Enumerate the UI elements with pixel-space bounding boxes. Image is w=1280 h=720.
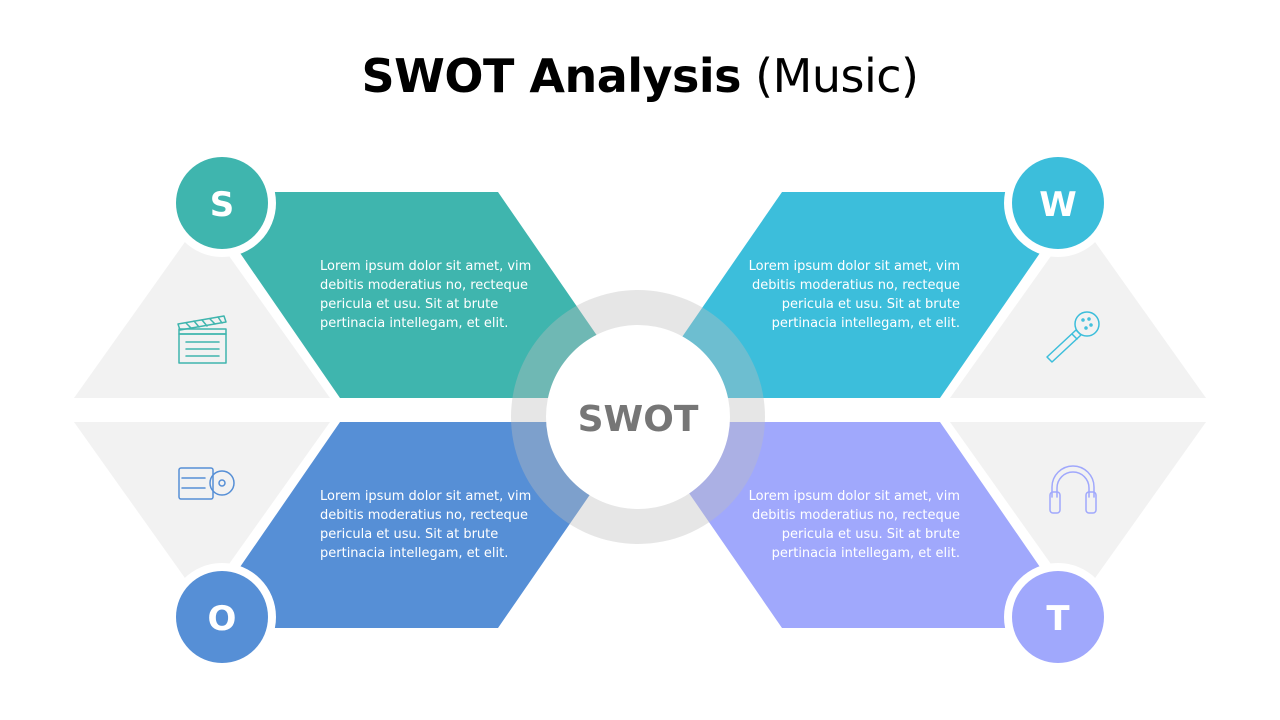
title-main: SWOT Analysis — [361, 49, 742, 103]
letter-s: S — [210, 185, 235, 225]
letter-o: O — [208, 599, 237, 639]
title-subject: (Music) — [741, 49, 919, 103]
weaknesses-shape — [640, 192, 1082, 398]
cd-case-icon — [178, 467, 235, 500]
letter-w: W — [1039, 185, 1077, 225]
microphone-icon — [1046, 311, 1100, 363]
letter-t: T — [1046, 599, 1070, 639]
background-shape-top-right — [950, 218, 1206, 398]
strengths-text: Lorem ipsum dolor sit amet, vim debitis … — [320, 259, 532, 331]
center-label: SWOT — [578, 399, 699, 440]
weaknesses-text: Lorem ipsum dolor sit amet, vim debitis … — [748, 259, 960, 331]
badge-t — [1012, 571, 1104, 663]
background-shape-bottom-right — [950, 422, 1206, 602]
headphones-icon — [1049, 465, 1097, 514]
opportunities-text: Lorem ipsum dolor sit amet, vim debitis … — [320, 489, 532, 561]
threats-shape — [640, 422, 1082, 628]
opportunities-shape — [198, 422, 640, 628]
center-circle — [546, 325, 730, 509]
page-title: SWOT Analysis (Music) — [0, 44, 1280, 108]
strengths-shape — [198, 192, 640, 398]
badge-o — [176, 571, 268, 663]
badge-w — [1012, 157, 1104, 249]
threats-text: Lorem ipsum dolor sit amet, vim debitis … — [748, 489, 960, 561]
clapperboard-icon — [177, 315, 227, 364]
badge-s — [176, 157, 268, 249]
background-shape-top-left — [74, 218, 330, 398]
background-shape-bottom-left — [74, 422, 330, 602]
